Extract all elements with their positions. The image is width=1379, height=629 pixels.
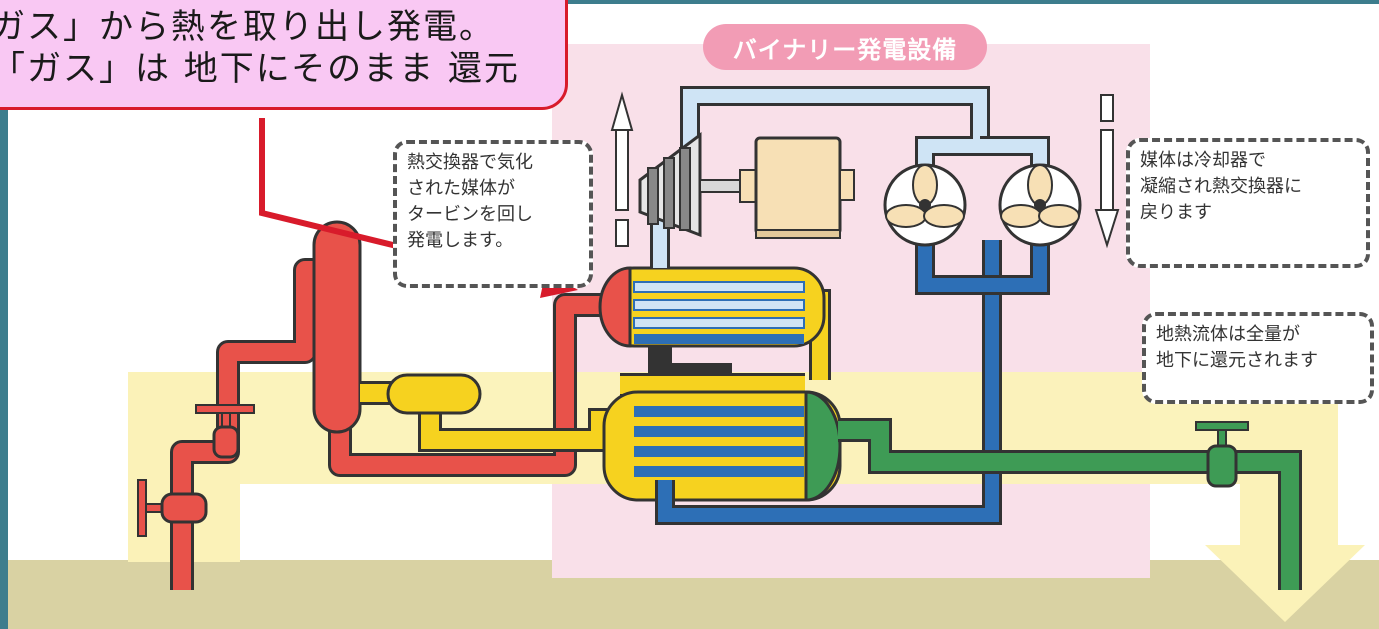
coolant-loop xyxy=(655,240,1050,525)
callout-line-1: ガス」から熱を取り出し発電。 xyxy=(0,7,495,47)
frame-left-border xyxy=(0,0,8,629)
callout-box: ガス」から熱を取り出し発電。 「ガス」は 地下にそのまま 還元 xyxy=(0,0,568,110)
plant-title: バイナリー発電設備 xyxy=(703,24,987,70)
note-reinjection-line: 地下に還元されます xyxy=(1156,350,1318,371)
note-turbine-line: 熱交換器で気化 xyxy=(407,152,533,173)
generator-icon xyxy=(739,136,855,239)
cooling-fan-icon xyxy=(883,163,967,247)
reinjection-pipe xyxy=(838,418,1302,590)
note-condenser-line: 媒体は冷却器で xyxy=(1140,150,1266,171)
liquid-tank xyxy=(386,373,482,415)
green-valve-icon xyxy=(1195,421,1249,488)
frame-top-border xyxy=(560,0,1379,4)
note-reinjection: 地熱流体は全量が 地下に還元されます xyxy=(1142,312,1374,404)
note-condenser: 媒体は冷却器で 凝縮され熱交換器に 戻ります xyxy=(1126,138,1370,268)
up-arrow-icon xyxy=(610,91,634,247)
note-condenser-line: 凝縮され熱交換器に xyxy=(1140,176,1302,197)
red-valve-icon xyxy=(137,404,255,537)
note-turbine-line: タービンを回し xyxy=(407,204,533,225)
note-condenser-line: 戻ります xyxy=(1140,202,1212,223)
production-pipe xyxy=(170,258,615,590)
lower-heat-exchanger xyxy=(602,390,842,502)
note-turbine-line: 発電します。 xyxy=(407,230,514,251)
cooling-fan-icon-2 xyxy=(998,163,1082,247)
note-turbine-line: された媒体が xyxy=(407,178,515,199)
note-reinjection-line: 地熱流体は全量が xyxy=(1156,324,1300,345)
callout-line-2: 「ガス」は 地下にそのまま 還元 xyxy=(0,49,520,89)
note-turbine: 熱交換器で気化 された媒体が タービンを回し 発電します。 xyxy=(393,140,593,288)
upper-heat-exchanger xyxy=(598,266,826,348)
down-arrow-icon xyxy=(1094,94,1120,249)
turbine-icon xyxy=(638,132,759,238)
separator-vessel xyxy=(312,220,362,434)
